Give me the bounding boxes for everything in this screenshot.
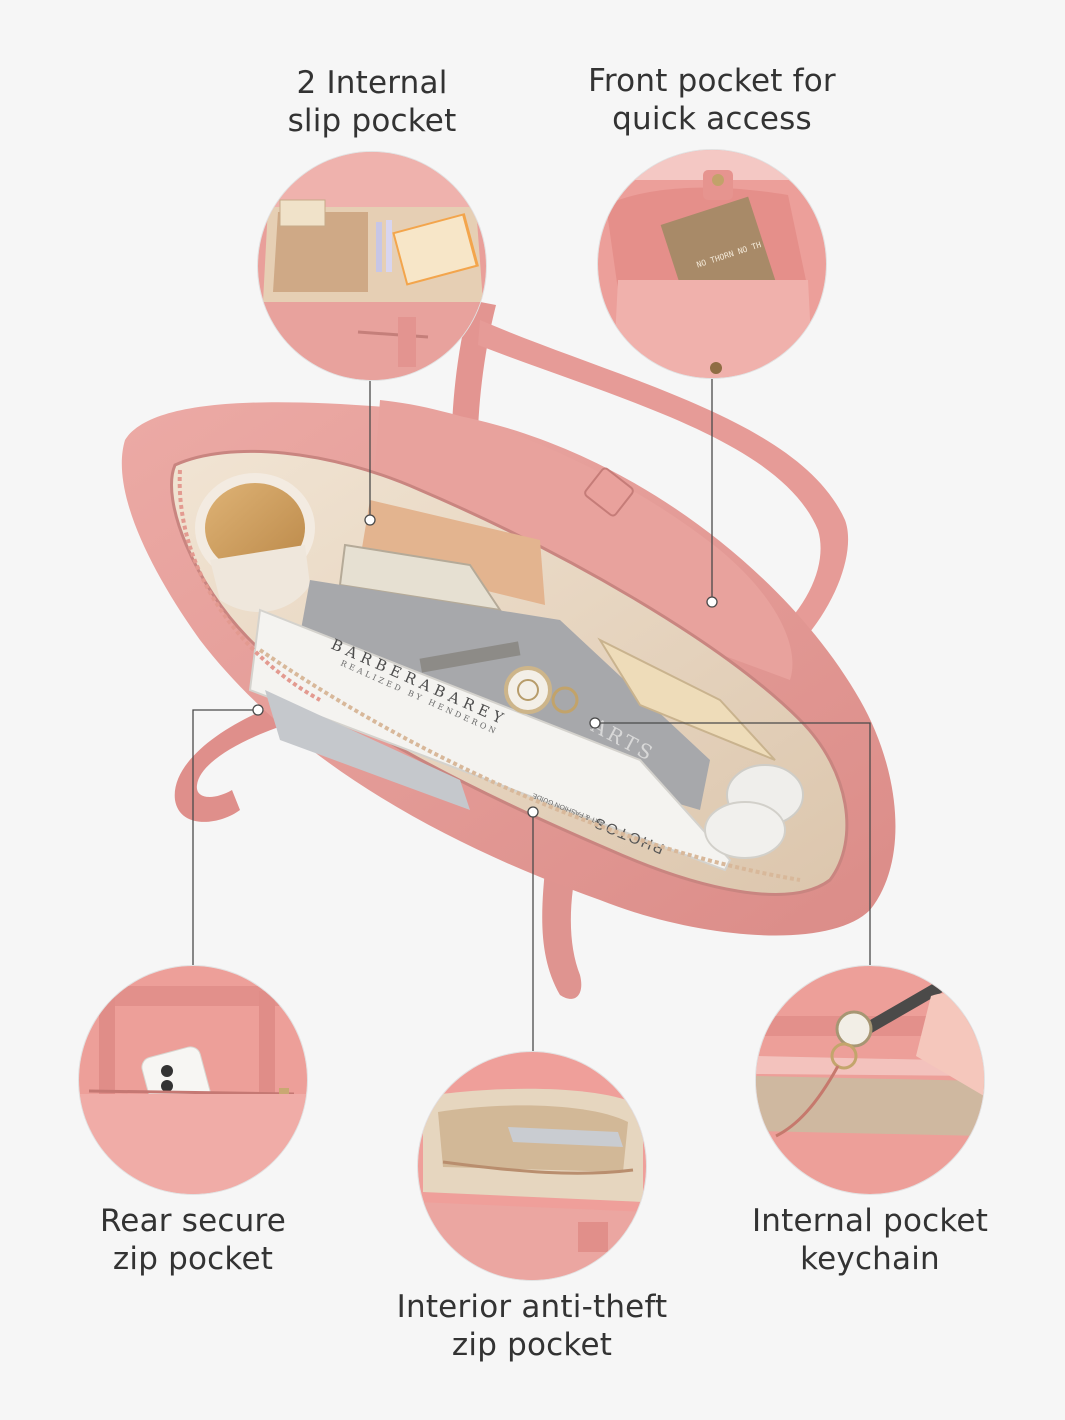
bag-strap-left: [174, 700, 300, 822]
label-keychain: Internal pocket keychain: [732, 1202, 1008, 1278]
label-keychain-line2: keychain: [800, 1241, 940, 1277]
label-internal-slip-line1: 2 Internal: [296, 65, 448, 101]
bag-front-panel: [375, 400, 793, 680]
detail-circle-keychain: [756, 966, 984, 1194]
white-book: [248, 608, 732, 872]
bag-strap-right: [478, 320, 849, 690]
detail-circle-interior-zip: [418, 1052, 646, 1280]
label-interior-zip-line2: zip pocket: [451, 1327, 613, 1363]
keychain-ring: [504, 666, 552, 714]
leader-rear-zip: [192, 709, 258, 968]
detail-keychain-ring: [835, 1010, 873, 1048]
label-internal-slip-line2: slip pocket: [287, 103, 457, 139]
leader-dots: [252, 514, 718, 818]
leader-keychain: [595, 722, 871, 966]
label-keychain-line1: Internal pocket: [751, 1203, 989, 1239]
wallet: [360, 500, 545, 605]
label-front-pocket: Front pocket for quick access: [572, 62, 852, 138]
tablet: [265, 690, 470, 810]
detail-circle-internal-slip: [258, 152, 486, 380]
label-interior-zip-pocket: Interior anti-theft zip pocket: [382, 1288, 682, 1364]
label-rear-zip-line2: zip pocket: [112, 1241, 274, 1277]
detail-circle-rear-zip: [79, 966, 307, 1194]
spiral-notebook: [338, 543, 503, 612]
label-rear-zip-pocket: Rear secure zip pocket: [73, 1202, 313, 1278]
open-book: [597, 637, 776, 761]
bag-buckle: [584, 467, 634, 517]
label-internal-slip-pocket: 2 Internal slip pocket: [262, 64, 482, 140]
label-front-pocket-line2: quick access: [612, 101, 812, 137]
label-rear-zip-line1: Rear secure: [99, 1203, 287, 1239]
label-interior-zip-line1: Interior anti-theft: [396, 1289, 668, 1325]
bag-strap-bottom: [542, 870, 582, 999]
zipper-line: [177, 469, 321, 702]
detail-circle-front-pocket: NO THORN NO TH: [598, 150, 826, 378]
keychain-strap: [419, 641, 521, 673]
label-front-pocket-line1: Front pocket for: [588, 63, 836, 99]
